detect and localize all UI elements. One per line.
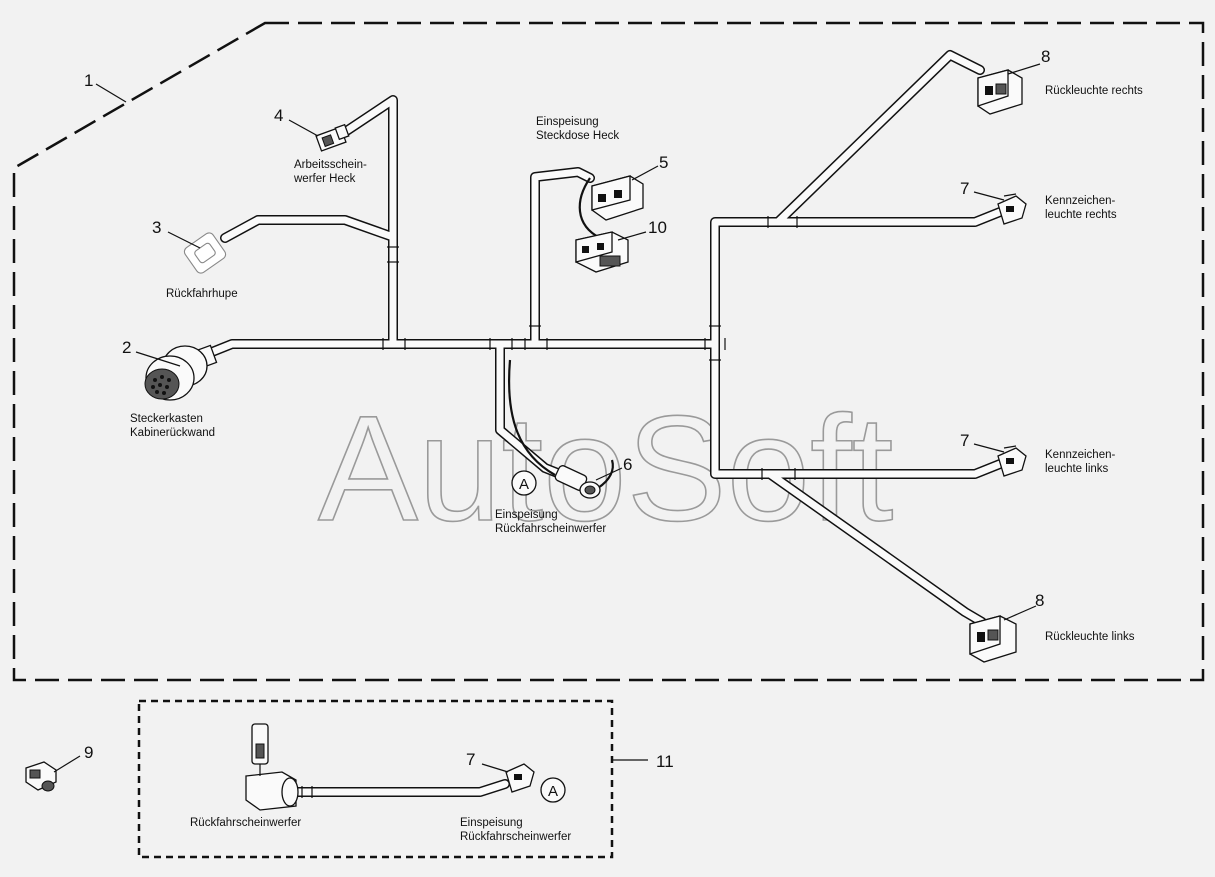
callout-9: 9 — [84, 743, 93, 762]
label-rueckfahrhupe: Rückfahrhupe — [166, 288, 238, 300]
inline-connector-icon — [554, 465, 601, 499]
label-rueckfahrscheinwerfer: Rückfahrscheinwerfer — [190, 817, 301, 829]
reverse-light-lamp-icon — [245, 723, 299, 811]
loose-connector-icon — [25, 761, 57, 792]
kit-boundary-11 — [137, 699, 614, 859]
kit-harness — [290, 779, 510, 798]
callout-4: 4 — [274, 106, 283, 125]
label-rueckleuchte-rechts: Rückleuchte rechts — [1045, 85, 1143, 97]
callout-11: 11 — [656, 752, 674, 771]
label-kennzeichen-links-2: leuchte links — [1045, 463, 1109, 475]
assembly-boundary-1 — [12, 21, 1205, 682]
callout-5: 5 — [659, 153, 668, 172]
callout-10: 10 — [648, 218, 667, 237]
tail-light-left-connector-icon — [969, 615, 1017, 663]
work-light-connector-icon — [315, 123, 350, 152]
leader-lines — [53, 63, 1041, 773]
tail-light-right-connector-icon — [977, 69, 1023, 115]
reference-marker-a-main: A — [511, 470, 537, 496]
callout-8-rechts: 8 — [1041, 47, 1050, 66]
round-connector-icon — [144, 344, 218, 401]
reference-marker-a-kit: A — [540, 777, 566, 803]
kit-connector-7-icon — [505, 763, 535, 793]
label-kennzeichen-rechts-1: Kennzeichen- — [1045, 195, 1115, 207]
callout-8-links: 8 — [1035, 591, 1044, 610]
callout-2: 2 — [122, 338, 131, 357]
component-labels: Arbeitsschein- werfer Heck Rückfahrhupe … — [130, 85, 1143, 843]
license-light-right-connector-icon — [997, 193, 1027, 225]
label-einspeisung-rfs-kit-1: Einspeisung — [460, 817, 523, 829]
label-einspeisung-rfs-1: Einspeisung — [495, 509, 558, 521]
socket-connector-icon — [591, 175, 644, 221]
label-steckerkasten-2: Kabinerückwand — [130, 427, 215, 439]
label-arbeitsscheinwerfer-2: werfer Heck — [293, 173, 356, 185]
callout-numbers: 1 2 3 4 5 6 7 7 7 8 8 9 10 11 — [84, 47, 1050, 771]
label-rueckleuchte-links: Rückleuchte links — [1045, 631, 1135, 643]
label-einspeisung-steckdose-2: Steckdose Heck — [536, 130, 619, 142]
label-kennzeichen-links-1: Kennzeichen- — [1045, 449, 1115, 461]
callout-7-kit: 7 — [466, 750, 475, 769]
connector-10-icon — [575, 231, 629, 273]
main-harness — [207, 50, 1005, 627]
callout-7-kennzeichen-links: 7 — [960, 431, 969, 450]
label-einspeisung-rfs-kit-2: Rückfahrscheinwerfer — [460, 831, 571, 843]
callout-1: 1 — [84, 71, 93, 90]
callout-7-kennzeichen-rechts: 7 — [960, 179, 969, 198]
svg-text:A: A — [548, 783, 558, 800]
callout-6: 6 — [623, 455, 632, 474]
thin-wires — [508, 177, 614, 489]
label-einspeisung-steckdose-1: Einspeisung — [536, 116, 599, 128]
callout-3: 3 — [152, 218, 161, 237]
svg-text:A: A — [519, 476, 529, 493]
label-arbeitsscheinwerfer-1: Arbeitsschein- — [294, 159, 367, 171]
label-kennzeichen-rechts-2: leuchte rechts — [1045, 209, 1117, 221]
license-light-left-connector-icon — [997, 445, 1027, 477]
watermark: AutoSoft — [318, 384, 893, 552]
label-einspeisung-rfs-2: Rückfahrscheinwerfer — [495, 523, 606, 535]
label-steckerkasten-1: Steckerkasten — [130, 413, 203, 425]
